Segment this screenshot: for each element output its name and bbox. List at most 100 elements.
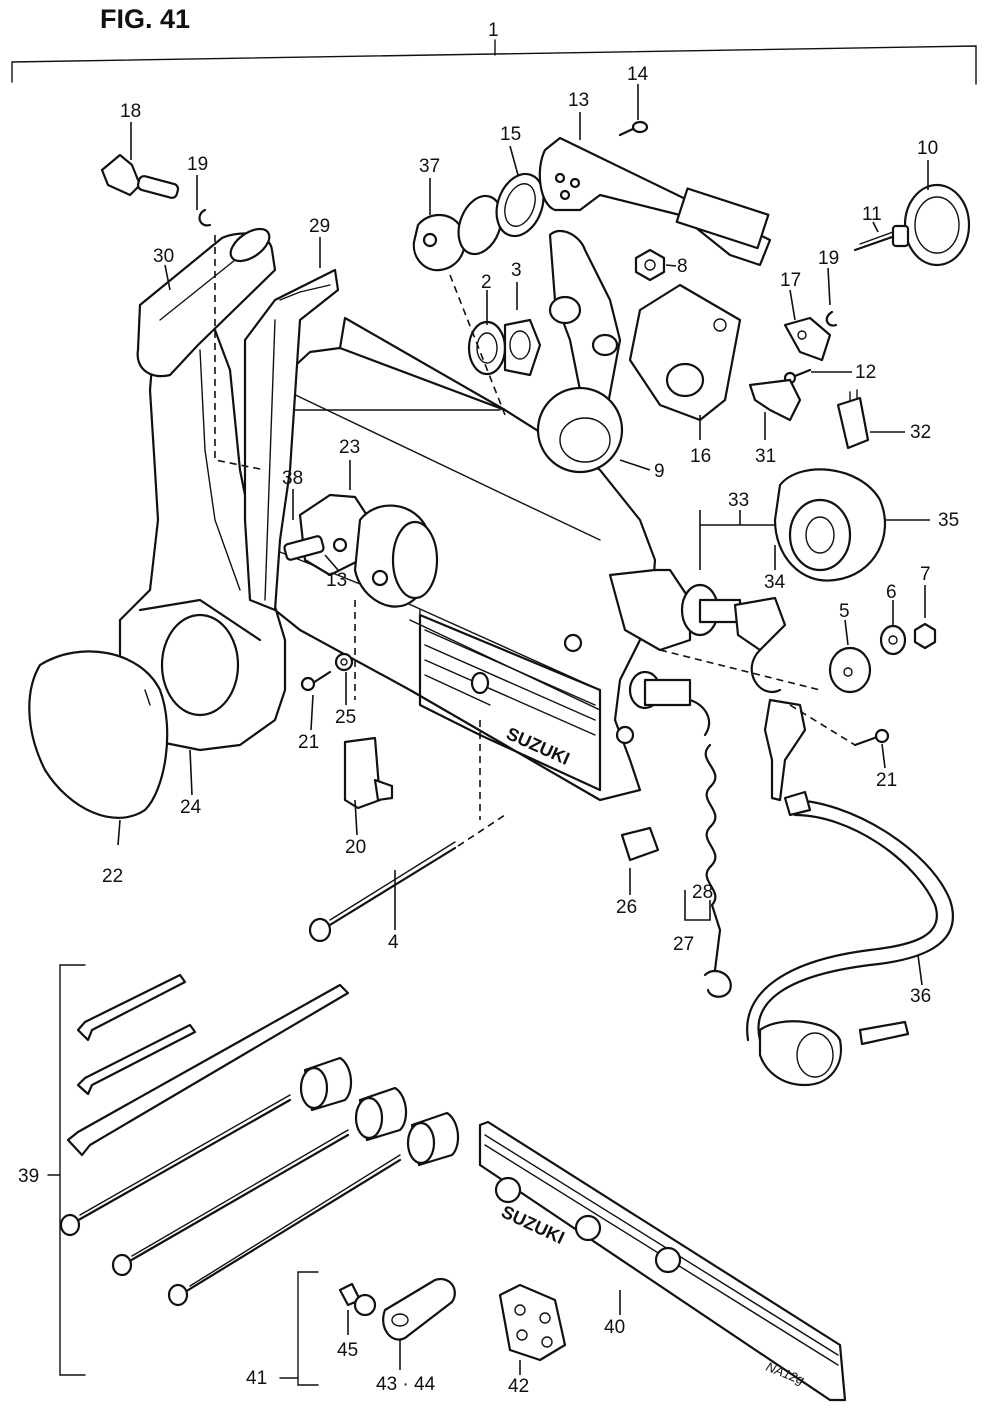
long-screw-kit-2 — [111, 1129, 350, 1277]
cable-tie-3 — [66, 983, 350, 1157]
callout-23: 23 — [339, 437, 360, 458]
callout-5: 5 — [839, 601, 850, 622]
callout-42: 42 — [508, 1376, 529, 1397]
clip-19-left — [198, 208, 212, 227]
figure-title: FIG. 41 — [100, 4, 190, 34]
wire-harness-36 — [746, 790, 954, 1087]
callout-13-mid: 13 — [326, 570, 347, 591]
callout-9: 9 — [654, 461, 665, 482]
callout-39: 39 — [18, 1166, 39, 1187]
callout-43-44: 43 · 44 — [376, 1374, 436, 1395]
assembly-bracket: 1 — [11, 20, 977, 85]
bracket-31 — [748, 378, 802, 422]
callout-21-right: 21 — [876, 770, 897, 791]
callout-40: 40 — [604, 1317, 625, 1338]
neutral-assembly — [283, 493, 439, 608]
callout-22: 22 — [102, 866, 123, 887]
screw-21-right — [853, 728, 890, 747]
callout-3: 3 — [511, 260, 522, 281]
callout-27: 27 — [673, 934, 694, 955]
screw-14 — [618, 120, 649, 137]
callout-11: 11 — [862, 204, 882, 225]
callout-26: 26 — [616, 897, 637, 918]
callout-18: 18 — [120, 101, 141, 122]
callout-10: 10 — [917, 138, 938, 159]
callout-36: 36 — [910, 986, 931, 1007]
knob-18 — [100, 153, 180, 199]
bolt-11 — [853, 224, 910, 252]
bushing-2 — [467, 320, 507, 376]
callout-35: 35 — [938, 510, 959, 531]
cable-tie-1 — [76, 973, 187, 1042]
plate-16 — [628, 283, 742, 422]
screw-21-left — [300, 670, 332, 692]
arm-13 — [538, 136, 772, 267]
cap-26 — [620, 826, 660, 862]
callout-31: 31 — [755, 446, 776, 467]
ring-15 — [457, 172, 545, 256]
washer-6 — [879, 624, 907, 656]
cover-35 — [773, 468, 887, 582]
switch-32 — [836, 389, 870, 450]
callout-38: 38 — [282, 468, 303, 489]
callout-25: 25 — [335, 707, 356, 728]
callout-19-right: 19 — [818, 248, 839, 269]
kit-bracket-41 — [279, 1271, 319, 1386]
plate-9 — [536, 386, 624, 474]
callout-37: 37 — [419, 156, 440, 177]
callout-8: 8 — [677, 256, 688, 277]
callout-16: 16 — [690, 446, 711, 467]
clip-43-44 — [382, 1277, 456, 1341]
callout-19-left: 19 — [187, 154, 208, 175]
spacer-1 — [299, 1056, 353, 1112]
spacer-2 — [354, 1086, 408, 1142]
callout-34: 34 — [764, 572, 786, 593]
lever-bracket — [243, 268, 340, 612]
cable-tie-2 — [76, 1023, 197, 1096]
callout-20: 20 — [345, 837, 366, 858]
clip-19-right — [825, 310, 838, 327]
leader-lines — [117, 84, 930, 1375]
callout-21-left: 21 — [298, 732, 319, 753]
grommet-5 — [828, 646, 872, 694]
block-42 — [498, 1283, 567, 1362]
stopper-bracket — [343, 736, 394, 810]
callout-45: 45 — [337, 1340, 358, 1361]
callout-32: 32 — [910, 422, 931, 443]
callout-15: 15 — [500, 124, 521, 145]
callout-24: 24 — [180, 797, 202, 818]
nut-8 — [634, 248, 666, 282]
callout-6: 6 — [886, 582, 897, 603]
lanyard-28 — [703, 743, 732, 998]
bolt-45 — [338, 1282, 377, 1317]
ring-10 — [903, 183, 971, 267]
lever-cover — [28, 650, 169, 819]
callout-13-top: 13 — [568, 90, 589, 111]
bracket-17 — [783, 316, 832, 362]
spacer-3 — [406, 1111, 460, 1167]
callout-12: 12 — [855, 362, 876, 383]
nut-7 — [913, 622, 937, 650]
bushing-3 — [503, 318, 542, 377]
callout-2: 2 — [481, 272, 492, 293]
callout-labels: 13 14 15 18 19 37 10 11 19 30 29 2 3 8 1… — [18, 64, 959, 1397]
callout-29: 29 — [309, 216, 330, 237]
callout-4: 4 — [388, 932, 399, 953]
long-screw-kit-3 — [167, 1154, 402, 1307]
kit-bracket-39 — [47, 964, 86, 1376]
callout-33: 33 — [728, 490, 749, 511]
lever-grip — [136, 227, 277, 378]
key-switch-33 — [608, 568, 807, 802]
callout-28: 28 — [692, 882, 713, 903]
long-screw-kit-1 — [59, 1094, 292, 1237]
callout-17: 17 — [780, 270, 801, 291]
stop-switch — [628, 670, 711, 737]
assembly-number: 1 — [488, 20, 499, 41]
callout-14: 14 — [627, 64, 649, 85]
long-screw-4 — [308, 814, 506, 943]
control-lever-arm — [118, 328, 287, 752]
washer-25 — [334, 652, 354, 672]
grommet-37 — [412, 214, 466, 272]
